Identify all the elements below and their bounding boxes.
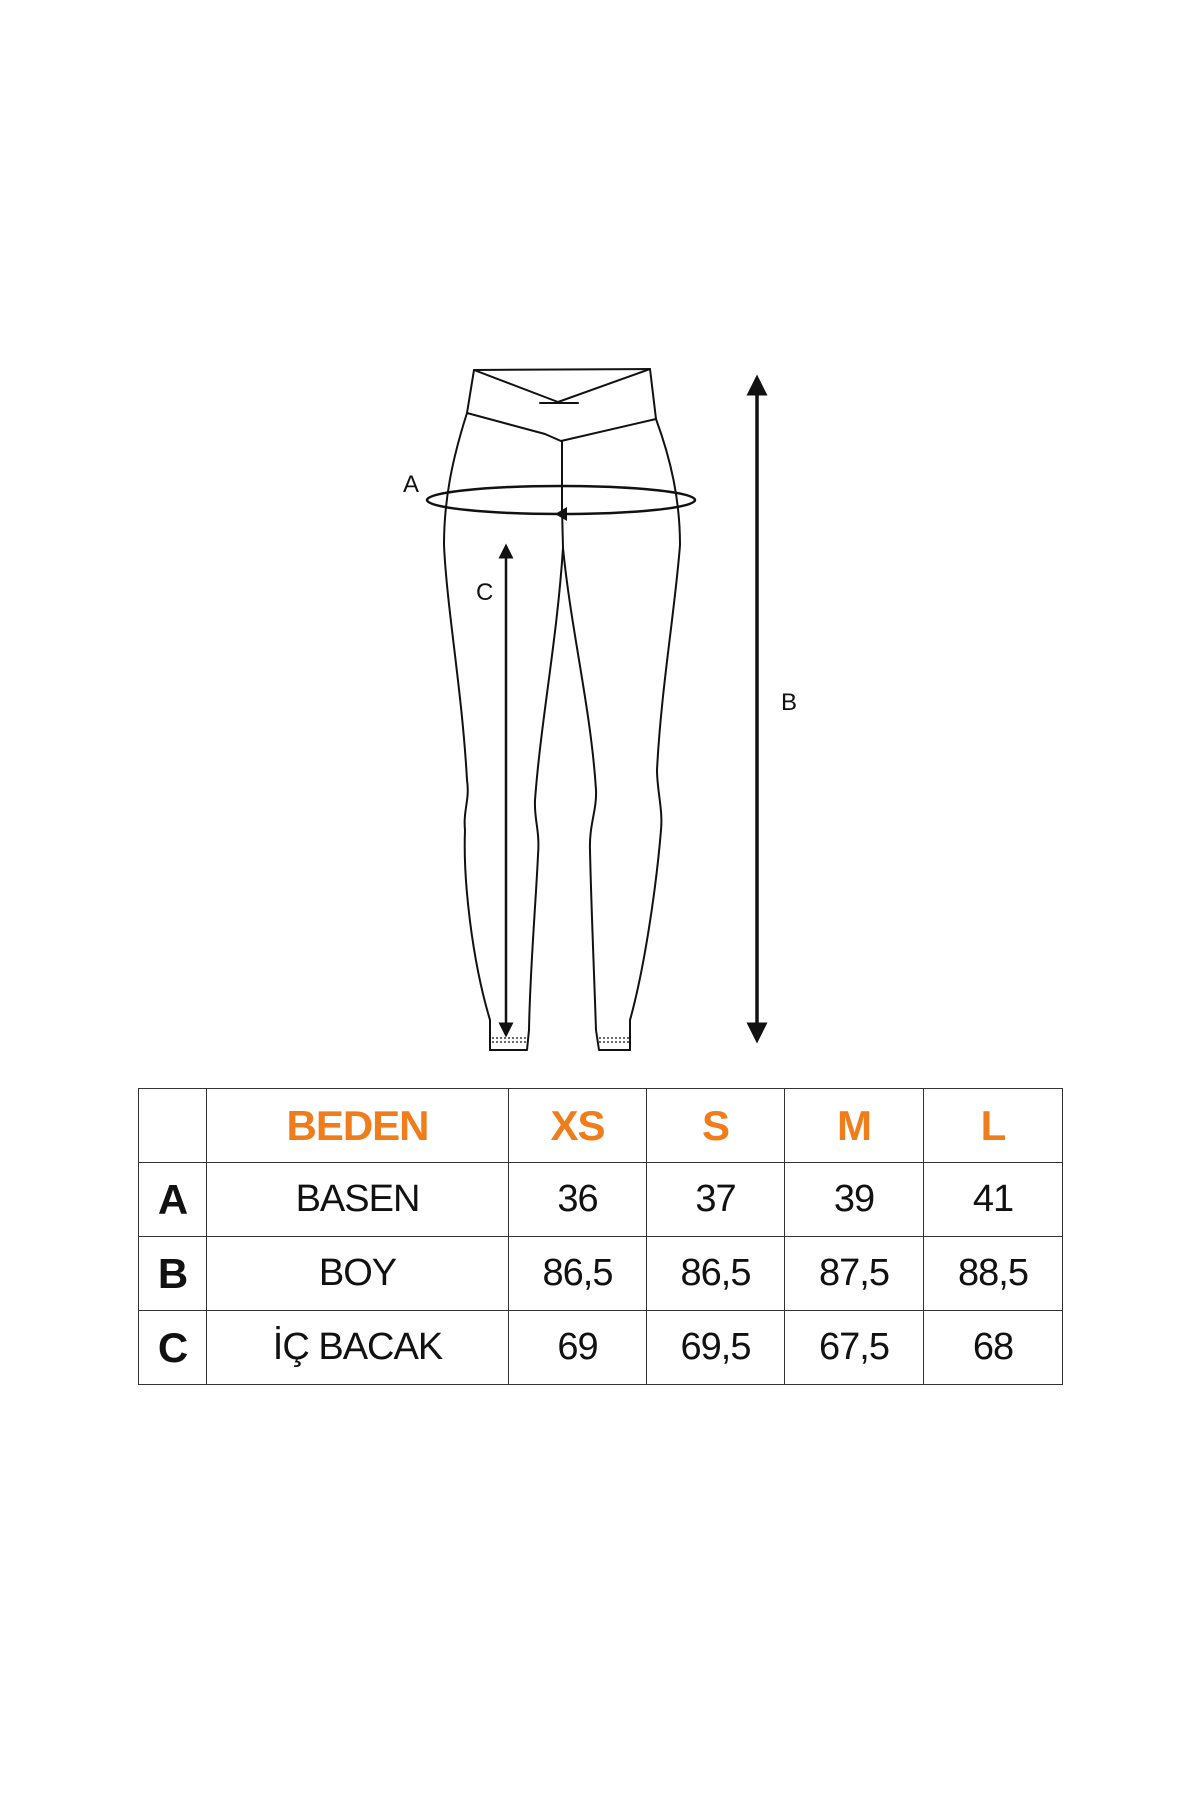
row-key: C: [138, 1310, 207, 1385]
row-name: İÇ BACAK: [206, 1310, 509, 1385]
cell-value: 88,5: [923, 1236, 1063, 1311]
cell-value: 69: [508, 1310, 647, 1385]
right-leg: [562, 418, 681, 1051]
cell-value: 68: [923, 1310, 1063, 1385]
table-row: A BASEN 36 37 39 41: [138, 1162, 1063, 1237]
row-name: BASEN: [206, 1162, 509, 1237]
row-key: A: [138, 1162, 207, 1237]
table-header-row: BEDEN XS S M L: [138, 1088, 1063, 1163]
cell-value: 69,5: [646, 1310, 785, 1385]
cell-value: 87,5: [784, 1236, 924, 1311]
cell-value: 37: [646, 1162, 785, 1237]
left-leg: [443, 412, 564, 1051]
waistband: [466, 368, 657, 442]
hip-arrowhead: [555, 507, 567, 521]
header-size-s: S: [646, 1088, 785, 1163]
header-beden: BEDEN: [206, 1088, 509, 1163]
row-key: B: [138, 1236, 207, 1311]
table-row: B BOY 86,5 86,5 87,5 88,5: [138, 1236, 1063, 1311]
header-corner-cell: [138, 1088, 207, 1163]
waistband-inner-v: [473, 368, 651, 403]
cell-value: 86,5: [646, 1236, 785, 1311]
size-chart-table: BEDEN XS S M L A BASEN 36 37 39 41 B BOY…: [138, 1088, 1063, 1385]
table-row: C İÇ BACAK 69 69,5 67,5 68: [138, 1310, 1063, 1385]
label-c: C: [476, 579, 493, 606]
label-a: A: [403, 471, 419, 498]
label-b: B: [781, 689, 797, 716]
hem-stitching: [492, 1037, 629, 1043]
header-size-xs: XS: [508, 1088, 647, 1163]
cell-value: 39: [784, 1162, 924, 1237]
measure-a-hip: [425, 484, 697, 521]
leggings-measurement-diagram: A C B: [403, 368, 797, 1051]
row-name: BOY: [206, 1236, 509, 1311]
header-size-m: M: [784, 1088, 924, 1163]
cell-value: 86,5: [508, 1236, 647, 1311]
leggings-outline: [443, 368, 681, 1051]
cell-value: 41: [923, 1162, 1063, 1237]
header-size-l: L: [923, 1088, 1063, 1163]
cell-value: 67,5: [784, 1310, 924, 1385]
cell-value: 36: [508, 1162, 647, 1237]
